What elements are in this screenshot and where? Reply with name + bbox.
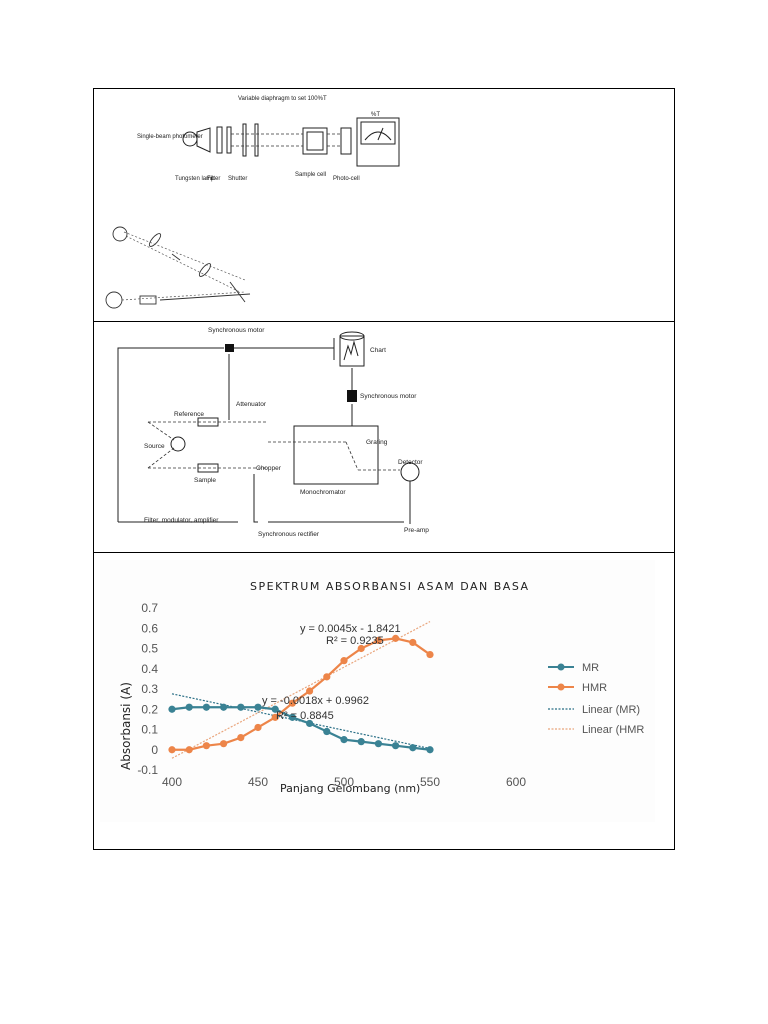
divider-1 [93,321,675,322]
label-filter: Filter [207,176,220,182]
data-point-mr [374,740,382,748]
data-point-hmr [409,638,417,647]
motor-block-top [225,344,234,352]
label-source: Source [144,443,165,450]
absorbance-spectrum-chart: SPEKTRUM ABSORBANSI ASAM DAN BASA Absorb… [100,560,655,822]
y-tick-label: 0 [151,743,158,757]
mr-equation: y = -0.0018x + 0.9962 [262,695,369,707]
document-frame [93,88,675,850]
label-sync-rectifier: Synchronous rectifier [258,531,320,538]
motor-block-right [347,390,357,402]
data-point-hmr [374,636,382,644]
label-chart: Chart [370,347,386,354]
data-point-hmr [357,644,365,653]
chart-title: SPEKTRUM ABSORBANSI ASAM DAN BASA [250,580,530,593]
trendline-hmr [171,621,431,759]
data-point-mr [168,705,176,713]
legend-hmr: HMR [582,682,607,694]
data-point-mr [220,703,228,711]
label-variable-diaphragm: Variable diaphragm to set 100%T [238,96,327,102]
data-point-hmr [185,746,193,754]
data-point-mr [288,713,296,721]
y-tick-label: 0.4 [141,662,158,676]
y-tick-label: 0.7 [141,601,158,615]
data-point-hmr [237,734,245,742]
label-sample-cell: Sample cell [295,172,326,178]
data-point-hmr [202,742,210,750]
data-point-mr [426,746,434,754]
series-line-hmr [172,637,431,751]
label-tungsten-lamp: Tungsten lamp [175,176,215,182]
trendline-mr [171,693,431,750]
label-photo-cell: Photo-cell [333,176,360,182]
x-tick-label: 500 [334,775,354,789]
data-point-mr [306,719,314,728]
data-point-mr [392,742,400,750]
label-reference: Reference [174,411,204,418]
label-sync-motor-right: Synchronous motor [360,393,417,400]
legend-marker-hmr [557,683,565,691]
data-point-mr [202,703,210,711]
x-tick-label: 600 [506,775,526,789]
legend-linear-mr: Linear (MR) [582,704,640,716]
label-detector: Detector [398,459,423,466]
series-line-mr [171,706,431,751]
y-tick-label: 0.2 [141,702,158,716]
label-sync-motor-top: Synchronous motor [208,327,265,334]
label-chopper: Chopper [256,465,282,472]
legend-mr: MR [582,662,599,674]
single-beam-photometer-diagram: Variable diaphragm to set 100%T %T Singl… [137,96,400,182]
divider-2 [93,552,675,553]
mr-r-squared: R² = 0.8845 [276,710,334,722]
y-tick-label: 0.6 [141,621,158,635]
hmr-equation: y = 0.0045x - 1.8421 [300,623,401,635]
data-point-mr [340,736,348,744]
double-beam-spectrophotometer-diagram: Synchronous motor Chart Synchronous moto… [117,327,429,538]
label-attenuator: Attenuator [236,401,267,408]
label-monochromator: Monochromator [300,489,346,496]
legend-linear-hmr: Linear (HMR [582,724,644,736]
data-point-hmr [168,746,176,754]
x-tick-label: 450 [248,775,268,789]
legend: MR HMR Linear (MR) Linear (HMR [548,662,644,736]
hmr-r-squared: R² = 0.9235 [326,635,384,647]
x-tick-label: 550 [420,775,440,789]
data-point-hmr [220,740,228,748]
y-tick-label: 0.3 [141,682,158,696]
legend-marker-mr [557,663,565,671]
data-point-hmr [323,673,331,681]
x-tick-label: 400 [162,775,182,789]
data-point-mr [409,744,417,752]
y-tick-label: -0.1 [137,763,158,777]
data-point-mr [271,705,279,713]
label-preamp: Pre-amp [404,527,429,534]
label-single-beam: Single-beam photometer [137,134,203,140]
label-percent-t: %T [371,112,380,118]
data-point-mr [185,703,193,711]
data-point-mr [357,738,365,746]
label-sample: Sample [194,477,216,484]
data-point-mr [323,727,331,736]
grating-optics-diagram [105,226,251,309]
x-axis-label: Panjang Gelombang (nm) [280,782,420,795]
label-shutter: Shutter [228,176,247,182]
data-point-mr [237,703,245,711]
label-grating: Grating [366,439,388,446]
data-point-hmr [392,634,400,642]
y-axis-label: Absorbansi (A) [119,682,133,770]
data-point-hmr [340,657,348,665]
label-filter-amp: Filter, modulator, amplifier [144,517,219,524]
data-point-hmr [254,723,262,732]
data-point-hmr [306,687,314,695]
data-point-hmr [271,713,279,721]
data-point-mr [254,703,262,711]
y-tick-label: 0.1 [141,723,158,737]
y-tick-label: 0.5 [141,642,158,656]
data-point-hmr [426,650,434,659]
data-point-hmr [288,699,296,707]
